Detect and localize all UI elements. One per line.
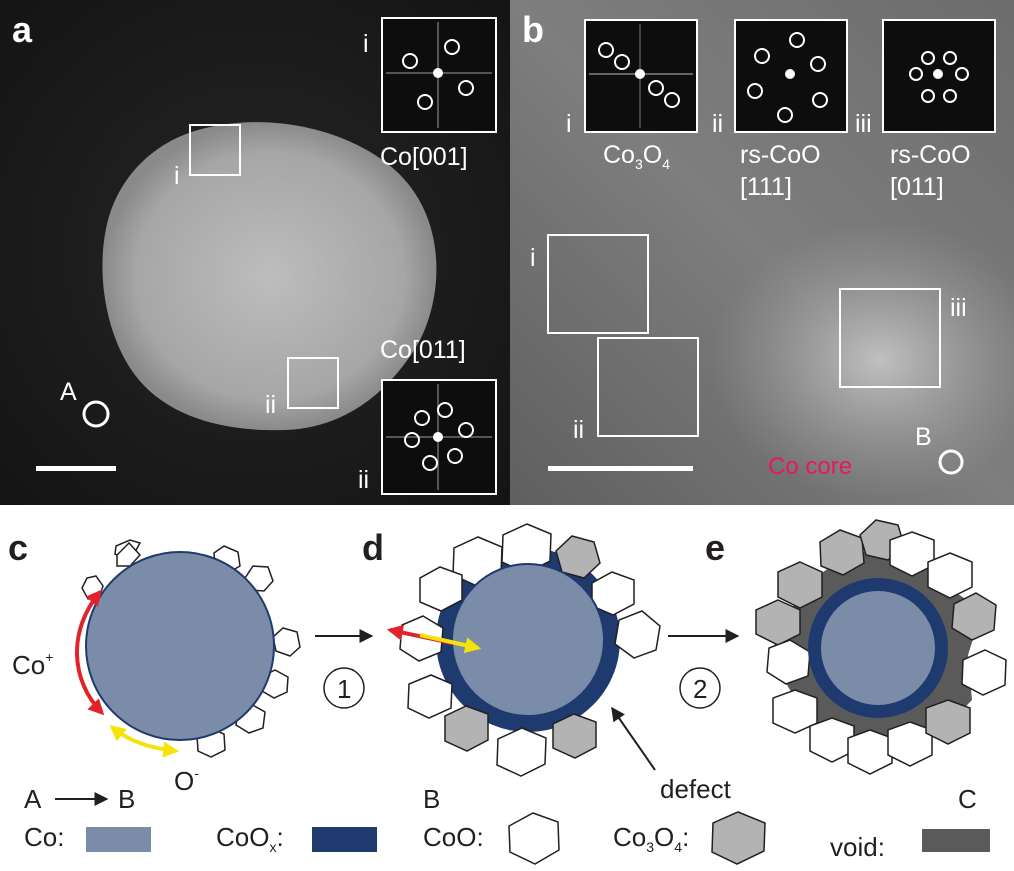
fft-a-i-label: Co[001] bbox=[380, 143, 468, 171]
step-1-label: 1 bbox=[337, 674, 351, 704]
fft-a-ii-roman: ii bbox=[358, 466, 369, 494]
panel-c-label: c bbox=[8, 527, 28, 568]
panel-d: d defect B bbox=[362, 523, 732, 814]
region-b-ii-label: ii bbox=[573, 416, 584, 444]
co-plus-label: Co+ bbox=[12, 649, 53, 680]
panel-b: b i Co3O4 ii rs-CoO [111] bbox=[510, 0, 1014, 505]
state-b-label-d: B bbox=[423, 784, 440, 814]
legend-coox-swatch bbox=[312, 827, 377, 852]
region-b-i-box bbox=[547, 234, 649, 334]
region-b-iii-box bbox=[839, 288, 941, 388]
marker-b-circle bbox=[938, 449, 964, 475]
scale-bar-b bbox=[548, 466, 693, 471]
step-1-circle bbox=[323, 667, 365, 709]
panel-a: a i ii i Co[001] ii Co[011] A bbox=[0, 0, 510, 505]
state-a-label: A bbox=[24, 784, 42, 814]
defect-label: defect bbox=[660, 774, 732, 804]
region-b-ii-box bbox=[597, 337, 699, 437]
panel-a-label: a bbox=[12, 9, 33, 50]
fft-a-i-roman: i bbox=[363, 30, 369, 58]
marker-a-label: A bbox=[60, 378, 77, 406]
co-core-e bbox=[821, 591, 935, 705]
o-minus-label: O- bbox=[174, 765, 199, 796]
region-a-ii-label: ii bbox=[265, 391, 276, 419]
panel-b-label: b bbox=[522, 9, 544, 50]
fft-b-iii-roman: iii bbox=[855, 110, 872, 138]
scale-bar-a bbox=[36, 466, 116, 471]
fft-b-ii-roman: ii bbox=[712, 110, 723, 138]
legend-void-label: void: bbox=[830, 832, 885, 862]
state-c-label: C bbox=[958, 784, 977, 814]
fft-b-ii-label-1: rs-CoO bbox=[740, 141, 821, 169]
defect-arrow bbox=[611, 706, 656, 771]
region-b-i-label: i bbox=[530, 244, 536, 272]
legend-co-label: Co: bbox=[24, 822, 64, 852]
panel-d-label: d bbox=[362, 527, 384, 568]
fft-a-ii-label: Co[011] bbox=[380, 336, 466, 364]
panel-e-label: e bbox=[705, 527, 725, 568]
particle bbox=[102, 122, 437, 431]
step-2-label: 2 bbox=[693, 674, 707, 704]
fft-b-ii-label-2: [111] bbox=[740, 173, 792, 201]
fft-b-iii-label-2: [011] bbox=[890, 173, 944, 201]
legend-coox-label: CoOx: bbox=[216, 822, 284, 855]
panel-e: e C bbox=[705, 519, 1007, 814]
marker-a-circle bbox=[82, 400, 110, 428]
fft-b-iii-label-1: rs-CoO bbox=[890, 141, 971, 169]
fft-b-i-roman: i bbox=[566, 110, 572, 138]
o-inward-arrow bbox=[419, 633, 482, 654]
co-plus-arrow bbox=[75, 589, 105, 716]
marker-b-label: B bbox=[915, 423, 932, 451]
region-b-iii-label: iii bbox=[950, 294, 967, 322]
step-2-circle bbox=[679, 667, 721, 709]
panel-c: c Co+ O- A B bbox=[8, 527, 301, 814]
region-a-i-label: i bbox=[174, 162, 180, 190]
legend-coo-hexagon bbox=[508, 812, 560, 865]
region-a-ii-box bbox=[287, 357, 339, 409]
legend-co3o4-hexagon bbox=[711, 811, 766, 865]
co-core-d bbox=[451, 563, 605, 717]
state-b-label-c: B bbox=[118, 784, 135, 814]
legend-co-swatch bbox=[86, 827, 151, 852]
co-particle-c bbox=[85, 551, 275, 741]
o-minus-arrow bbox=[109, 724, 180, 758]
legend: Co: CoOx: CoO: Co3O4: void: bbox=[24, 811, 990, 865]
region-a-i-box bbox=[189, 124, 241, 176]
co-core-label: Co core bbox=[768, 453, 852, 480]
legend-co3o4-label: Co3O4: bbox=[613, 822, 689, 855]
fft-b-i-label: Co3O4 bbox=[603, 141, 670, 172]
legend-coo-label: CoO: bbox=[423, 822, 484, 852]
hexagons-e bbox=[755, 519, 1007, 775]
legend-void-swatch bbox=[922, 829, 990, 852]
